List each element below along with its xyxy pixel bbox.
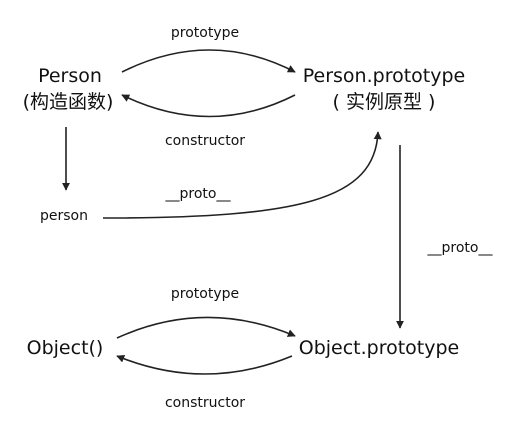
node-object-prototype: Object.prototype xyxy=(299,337,460,359)
node-person-prototype-name: Person.prototype xyxy=(303,65,465,87)
node-person-instance: person xyxy=(40,208,88,224)
node-person-prototype-subtitle: ( 实例原型 ) xyxy=(333,91,436,113)
label-object-prototype: prototype xyxy=(171,286,239,302)
arrow-object-prototype-to-object xyxy=(116,355,293,375)
node-object-constructor: Object() xyxy=(27,337,104,359)
node-person-constructor-subtitle: (构造函数) xyxy=(23,91,114,113)
label-object-constructor: constructor xyxy=(165,395,245,411)
arrow-instance-to-prototype xyxy=(102,131,382,219)
label-person-prototype: prototype xyxy=(171,25,239,41)
node-person-constructor-name: Person xyxy=(38,65,102,87)
arrow-person-to-prototype xyxy=(121,49,296,73)
label-person-proto: __proto__ xyxy=(165,186,232,202)
label-prototype-proto: __proto__ xyxy=(427,240,494,256)
arrow-object-to-object-prototype xyxy=(116,316,296,339)
label-person-constructor: constructor xyxy=(165,133,245,149)
arrow-prototype-to-person xyxy=(121,94,296,118)
